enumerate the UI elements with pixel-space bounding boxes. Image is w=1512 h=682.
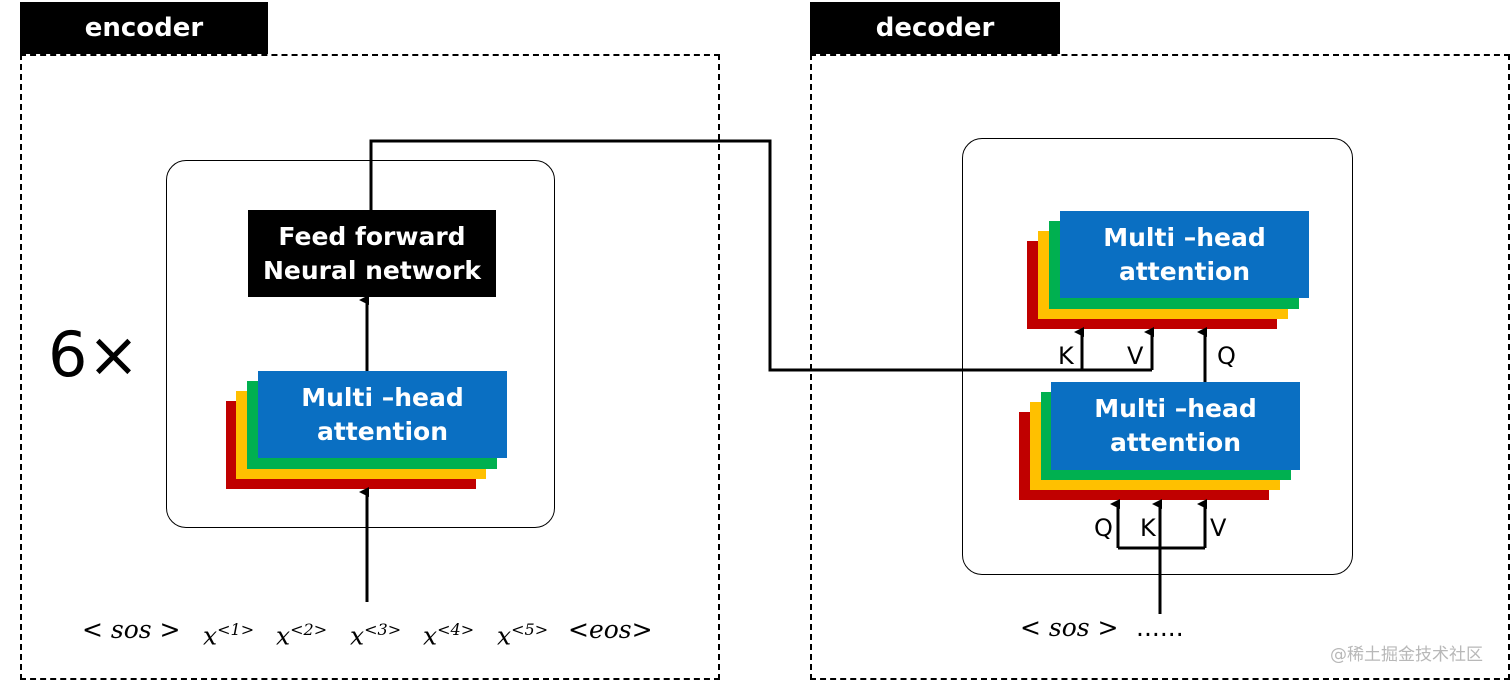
encoder-attention-line-1: Multi –head [301, 382, 464, 412]
decoder-bottom-k-label: K [1140, 514, 1156, 542]
feed-forward-network-box: Feed forward Neural network [248, 210, 496, 297]
decoder-title: decoder [810, 2, 1060, 54]
decoder-bottom-q-label: Q [1094, 514, 1113, 542]
ffn-line-1: Feed forward [278, 221, 466, 251]
encoder-panel [20, 54, 720, 680]
decoder-bottom-attention-box: Multi –head attention [1051, 382, 1300, 470]
decoder-input-ellipsis: ...... [1136, 613, 1184, 642]
encoder-input-eos: <eos> [568, 615, 653, 644]
encoder-input-x1: x<1> [203, 620, 255, 651]
encoder-input-x4: x<4> [423, 620, 475, 651]
decoder-top-attention-line-2: attention [1118, 256, 1251, 286]
encoder-attention-box: Multi –head attention [258, 371, 507, 458]
layer-multiplier: 6× [48, 318, 140, 391]
encoder-input-x5: x<5> [497, 620, 549, 651]
encoder-attention-line-2: attention [316, 416, 449, 446]
decoder-bottom-v-label: V [1210, 514, 1227, 542]
watermark: @稀土掘金技术社区 [1330, 645, 1483, 665]
decoder-top-k-label: K [1058, 342, 1074, 370]
encoder-title: encoder [20, 2, 268, 54]
decoder-block [962, 138, 1353, 575]
decoder-top-attention-box: Multi –head attention [1060, 211, 1309, 298]
encoder-input-sos: < sos > [82, 615, 181, 644]
encoder-input-x3: x<3> [350, 620, 402, 651]
decoder-top-attention-line-1: Multi –head [1103, 222, 1266, 252]
encoder-output-line [369, 139, 1152, 372]
encoder-block [166, 160, 555, 528]
decoder-top-q-label: Q [1217, 342, 1236, 370]
decoder-top-v-label: V [1127, 342, 1144, 370]
decoder-panel [810, 54, 1510, 680]
decoder-bottom-attention-line-2: attention [1109, 428, 1242, 457]
ffn-line-2: Neural network [262, 255, 482, 285]
decoder-input-sos: < sos > [1020, 613, 1119, 642]
encoder-input-x2: x<2> [276, 620, 328, 651]
decoder-bottom-attention-line-1: Multi –head [1094, 394, 1257, 423]
